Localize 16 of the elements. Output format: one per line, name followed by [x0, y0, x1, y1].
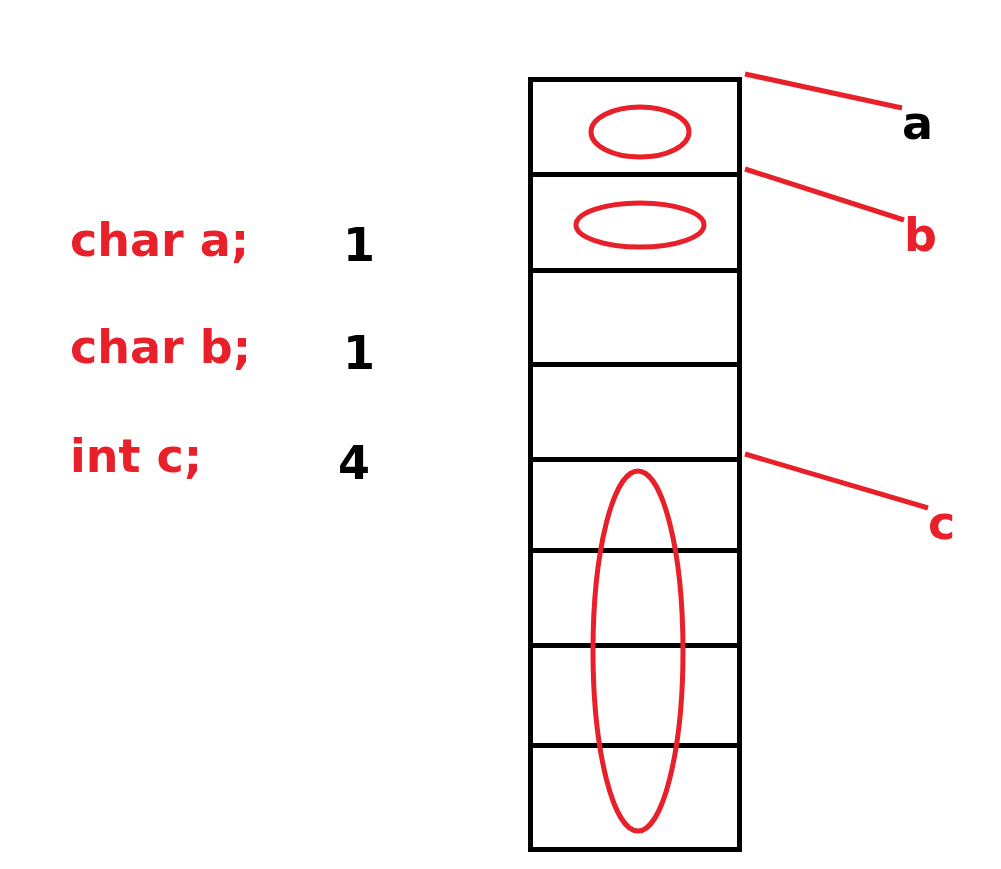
declaration-text: char b; — [70, 324, 252, 370]
leader-line — [744, 71, 903, 111]
memory-column — [528, 77, 742, 852]
size-value: 1 — [343, 330, 375, 376]
leader-line — [744, 451, 929, 511]
declaration-text: int c; — [70, 433, 203, 479]
variable-label: b — [904, 212, 946, 264]
size-value: 1 — [343, 222, 375, 268]
leader-line — [744, 166, 905, 223]
highlight-ellipse — [588, 104, 692, 160]
declaration-text: char a; — [70, 217, 250, 263]
variable-label: a — [902, 100, 942, 152]
highlight-ellipse — [573, 200, 707, 250]
size-value: 4 — [338, 440, 370, 486]
highlight-ellipse — [590, 468, 686, 834]
variable-label: c — [928, 500, 964, 552]
